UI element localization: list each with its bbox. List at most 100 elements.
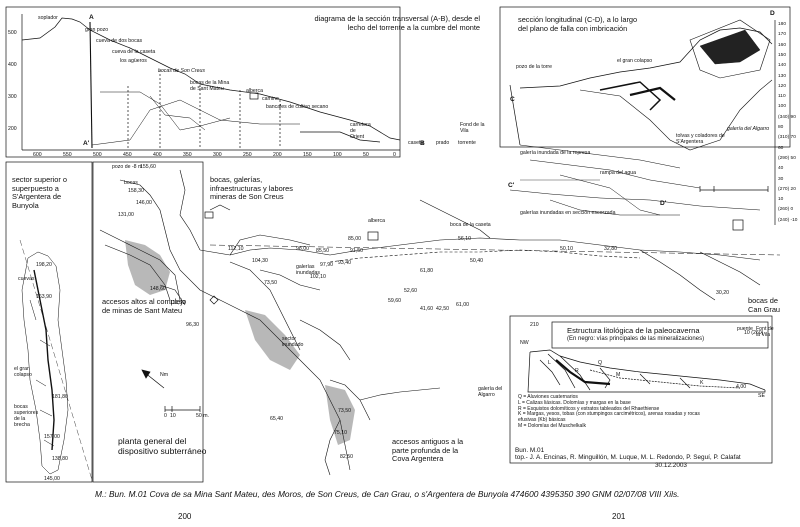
axis-tick-label: (340) 90 [778, 114, 796, 120]
axis-tick-label: (310) 70 [778, 135, 796, 141]
label-fondo-vila: Fond de la Vila [460, 122, 485, 134]
label-cueva-caseta: cueva de la caseta [112, 49, 156, 55]
axis-tick-label: 120 [778, 83, 787, 89]
label-galeria-algarro: galería del Algarro [727, 126, 770, 132]
axis-tick-label: 110 [778, 94, 786, 100]
depth-label: 59,60 [388, 298, 401, 304]
axis-tick-label: 600 [33, 152, 42, 158]
axis-tick-label: 80 [778, 125, 784, 130]
axis-tick-label: 250 [243, 152, 252, 158]
depth-label: 91,50 [350, 248, 363, 254]
label-north: Nm [160, 372, 169, 378]
letter-d: D [770, 10, 775, 17]
axis-tick-label: 300 [213, 152, 222, 158]
depth-label: 145,00 [44, 476, 60, 482]
legend-item: K = Margas, yesos, tobas (con stumpingos… [518, 411, 700, 424]
axis-tick-label: (240) -10 [778, 217, 798, 223]
letter-b: B [420, 140, 425, 147]
depth-label: 102,10 [310, 274, 326, 280]
transversal-section [21, 14, 401, 151]
panel-longitudinal-frame [499, 6, 791, 148]
axis-tick-label: 100 [778, 104, 787, 110]
axis-tick-label: 40 [778, 166, 784, 172]
letter-a: A [89, 14, 94, 21]
depth-label: 138,80 [52, 456, 68, 462]
puente-shape [732, 219, 744, 231]
axis-tick-label: 150 [303, 152, 312, 158]
axis-tick-label: (260) 0 [778, 207, 794, 213]
depth-label: 32,80 [604, 246, 617, 252]
depth-label: 131,00 [118, 212, 134, 218]
legend-elev: 210 [530, 322, 539, 328]
letter-c: C [510, 96, 515, 103]
scale-bar-plan [164, 406, 201, 412]
legend-title-frame [551, 321, 769, 349]
section-line-cd [19, 239, 93, 481]
label-sector-inundado: sector inundado [282, 336, 304, 348]
axis-tick-label: 150 [778, 52, 787, 58]
axis-tick-label: (290) 50 [778, 155, 796, 161]
page-number-left: 200 [178, 512, 192, 521]
label-el-gran-colapso: el gran colapso [14, 366, 32, 378]
label-cuevas: cuevas [18, 276, 35, 282]
section-title-accesos-antiguos: accesos antiguos a la parte profunda de … [392, 437, 464, 464]
alberca-shape [367, 231, 379, 241]
depth-label: 50,10 [560, 246, 573, 252]
label-caseta: caseta [408, 140, 424, 146]
axis-tick-label: 170 [778, 32, 787, 38]
label-prado: prado [436, 140, 450, 146]
depth-label: 146,00 [136, 200, 152, 206]
label-bocas-mina: bocas de la Mina de Sant Mateu [190, 80, 230, 92]
section-title-bocas-son-creus: bocas, galerías, infraestructuras y labo… [210, 175, 293, 202]
axis-tick-label: 200 [273, 152, 282, 158]
label-gran-pozo: gran pozo [85, 27, 109, 33]
sector-plan [21, 251, 69, 475]
sink-shape [209, 295, 219, 305]
section-title-transversal: diagrama de la sección transversal (A-B)… [314, 14, 480, 32]
section-line-ab [209, 244, 781, 256]
label-pozo-torre: pozo de la torre [516, 64, 553, 70]
legend-item: L = Calizas liásicas. Dolomías y margas … [518, 399, 631, 406]
legend-letter-r: R [575, 368, 579, 374]
axis-tick-label: 60 [778, 145, 784, 151]
depth-label: 198,20 [36, 262, 52, 268]
figure-caption: M.: Bun. M.01 Cova de sa Mina Sant Mateu… [95, 489, 680, 499]
axis-tick-label: 500 [8, 30, 17, 36]
panel-plan-frame [92, 161, 204, 483]
axis-tick-label: 100 [333, 152, 342, 158]
letter-d-prime: D' [660, 200, 667, 207]
section-title-plan: planta general del dispositivo subterrán… [118, 436, 207, 456]
label-los-aguaros: los agüeros [120, 58, 147, 64]
credit-authors: top.- J. A. Encinas, R. Minguillón, M. L… [515, 454, 741, 462]
axis-tick-label: 30 [778, 176, 784, 182]
depth-label: 112,10 [228, 246, 244, 252]
depth-label: 85,50 [316, 248, 329, 254]
depth-label: 104,30 [252, 258, 268, 264]
depth-label: 148,60 [150, 286, 166, 292]
legend-letter-nw: NW [520, 340, 529, 346]
axis-tick-label: 300 [8, 94, 17, 100]
letter-c-prime: C' [508, 182, 515, 189]
section-title-bocas-can-grau: bocas de Can Grau [748, 296, 781, 314]
label-bocas-son-creus: bocas de Son Creus [158, 68, 206, 74]
depth-label: 65,40 [270, 416, 283, 422]
legend-letter-l: L [548, 360, 551, 366]
longitudinal-section [509, 19, 776, 225]
legend-item: Q = Aluviones cuaternarios [518, 394, 578, 400]
legend-item: M = Dolomías del Muschelkalk [518, 422, 586, 429]
depth-label: 56,10 [458, 236, 471, 242]
depth-label: 98,00 [296, 246, 309, 252]
label-gran-colapso: el gran colapso [617, 58, 653, 64]
depth-label: 10 (260) [744, 330, 764, 336]
scale-bar-long [699, 186, 769, 192]
legend-letter-m: M [616, 372, 621, 378]
axis-tick-label: 0 [393, 152, 396, 158]
depth-label: 157,00 [44, 434, 60, 440]
depth-label: 158,30 [128, 188, 144, 194]
depth-label: 73,50 [264, 280, 277, 286]
depth-label: 181,80 [52, 394, 68, 400]
axis-tick-label: 130 [778, 73, 787, 79]
section-title-sector: sector superior o superpuesto a S'Argent… [12, 175, 68, 210]
axis-tick-label: 140 [778, 63, 787, 69]
axis-tick-label: 10 [778, 197, 784, 203]
